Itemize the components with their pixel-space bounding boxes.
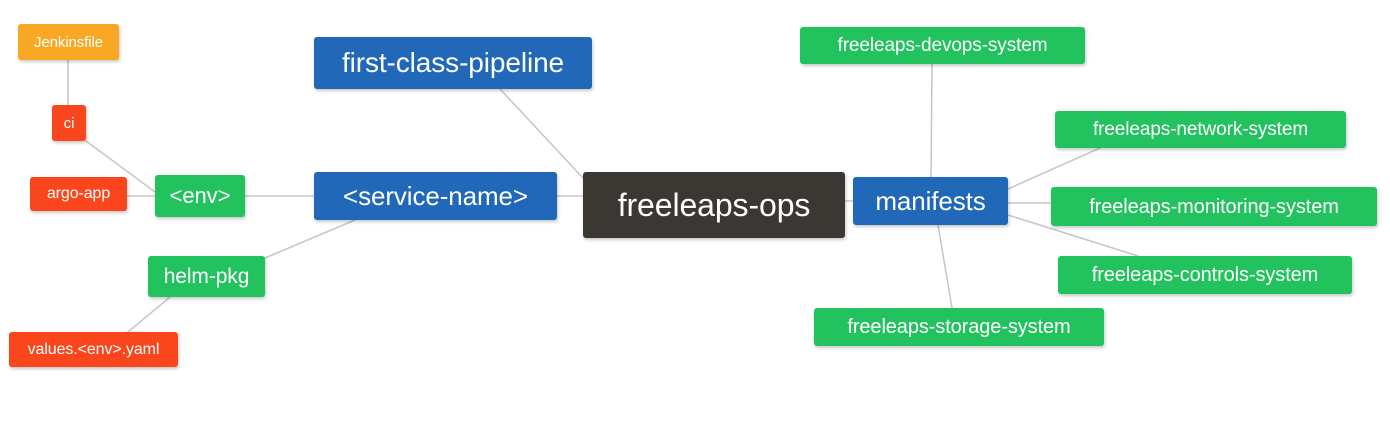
node-values-yaml[interactable]: values.<env>.yaml xyxy=(9,332,178,367)
node-label-first-class-pipeline: first-class-pipeline xyxy=(341,47,565,78)
edge-manifests-to-freeleaps-devops-system xyxy=(930,63,933,178)
node-service-name[interactable]: <service-name> xyxy=(314,172,557,220)
node-label-env: <env> xyxy=(169,183,231,208)
edge-manifests-to-freeleaps-storage-system xyxy=(937,224,953,309)
node-first-class-pipeline[interactable]: first-class-pipeline xyxy=(314,37,592,89)
node-argo-app[interactable]: argo-app xyxy=(30,177,127,211)
node-label-freeleaps-controls-system: freeleaps-controls-system xyxy=(1091,264,1319,286)
node-label-service-name: <service-name> xyxy=(342,181,529,211)
node-freeleaps-monitoring-system[interactable]: freeleaps-monitoring-system xyxy=(1051,187,1377,226)
node-label-jenkinsfile: Jenkinsfile xyxy=(34,33,103,51)
node-label-helm-pkg: helm-pkg xyxy=(163,265,250,288)
node-manifests[interactable]: manifests xyxy=(853,177,1008,225)
edge-first-class-pipeline-to-freeleaps-ops xyxy=(499,88,584,179)
node-env[interactable]: <env> xyxy=(155,175,245,217)
node-freeleaps-network-system[interactable]: freeleaps-network-system xyxy=(1055,111,1346,148)
node-label-argo-app: argo-app xyxy=(46,185,111,202)
node-label-values-yaml: values.<env>.yaml xyxy=(27,340,160,358)
node-label-ci: ci xyxy=(63,114,75,132)
node-freeleaps-devops-system[interactable]: freeleaps-devops-system xyxy=(800,27,1085,64)
node-jenkinsfile[interactable]: Jenkinsfile xyxy=(18,24,119,60)
edge-service-name-to-helm-pkg xyxy=(264,219,356,259)
node-freeleaps-ops[interactable]: freeleaps-ops xyxy=(583,172,845,238)
node-helm-pkg[interactable]: helm-pkg xyxy=(148,256,265,297)
node-label-freeleaps-ops: freeleaps-ops xyxy=(617,187,811,223)
edge-manifests-to-freeleaps-network-system xyxy=(1007,147,1101,190)
node-ci[interactable]: ci xyxy=(52,105,86,141)
node-label-freeleaps-monitoring-system: freeleaps-monitoring-system xyxy=(1089,195,1339,218)
node-label-freeleaps-devops-system: freeleaps-devops-system xyxy=(837,35,1048,56)
node-label-freeleaps-storage-system: freeleaps-storage-system xyxy=(847,316,1071,338)
node-freeleaps-storage-system[interactable]: freeleaps-storage-system xyxy=(814,308,1104,346)
edge-helm-pkg-to-values-yaml xyxy=(127,296,171,333)
node-freeleaps-controls-system[interactable]: freeleaps-controls-system xyxy=(1058,256,1352,294)
node-label-manifests: manifests xyxy=(875,186,986,216)
node-label-freeleaps-network-system: freeleaps-network-system xyxy=(1092,119,1309,140)
